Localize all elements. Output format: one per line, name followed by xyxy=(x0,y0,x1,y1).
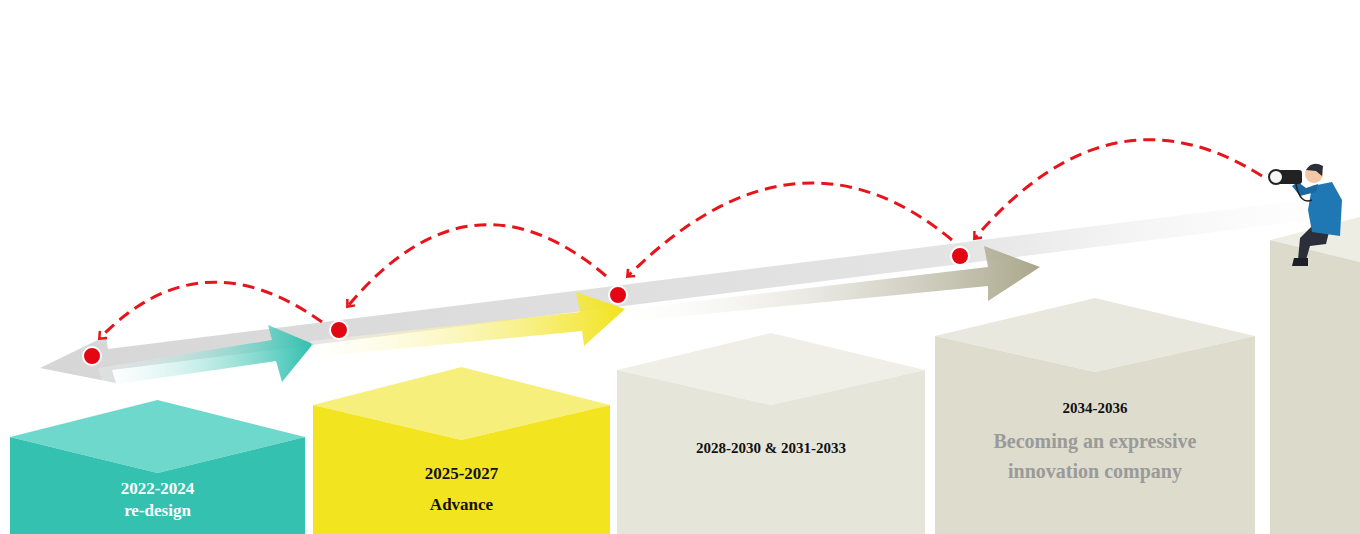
stage-pedestal: 2022-2024re-design xyxy=(10,400,305,534)
pedestal-front xyxy=(10,437,305,534)
milestone-dot xyxy=(83,347,101,365)
stage-pedestal: 2028-2030 & 2031-2033 xyxy=(617,333,925,534)
dashed-arc xyxy=(975,140,1262,238)
pedestal-front xyxy=(1270,240,1360,534)
stage-years: 2025-2027 xyxy=(323,462,600,486)
stage-title: re-design xyxy=(20,500,295,522)
stage-arrow xyxy=(622,246,1040,322)
dashed-arc xyxy=(100,282,322,338)
milestone-dot xyxy=(609,286,627,304)
dashed-arc xyxy=(628,183,952,276)
milestone-dot xyxy=(951,247,969,265)
stage-arrow xyxy=(310,292,625,357)
milestone-dots xyxy=(83,247,969,365)
stage-title: Becoming an expressive innovation compan… xyxy=(973,426,1217,486)
man-with-binoculars xyxy=(1269,164,1342,266)
stage-arrow xyxy=(98,325,313,386)
stage-title: Advance xyxy=(323,493,600,517)
dashed-arc xyxy=(348,225,606,306)
binocular-strap xyxy=(1296,184,1312,201)
man-hair xyxy=(1306,164,1323,176)
dashed-arcs xyxy=(100,140,1262,338)
stage-pedestal: 2025-2027Advance xyxy=(313,367,610,534)
pedestal-shape xyxy=(617,333,925,534)
pedestal-front xyxy=(313,405,610,534)
stage-pedestal: 2034-2036Becoming an expressive innovati… xyxy=(935,298,1255,534)
milestone-dot xyxy=(330,321,348,339)
pedestal-front xyxy=(617,370,925,534)
stage-years: 2034-2036 xyxy=(945,398,1245,418)
pedestal-front xyxy=(935,336,1255,534)
stage-years: 2022-2024 xyxy=(20,478,295,500)
binocular-lens xyxy=(1269,170,1283,184)
stage-years: 2028-2030 & 2031-2033 xyxy=(627,438,915,458)
man-shoe xyxy=(1292,258,1308,266)
